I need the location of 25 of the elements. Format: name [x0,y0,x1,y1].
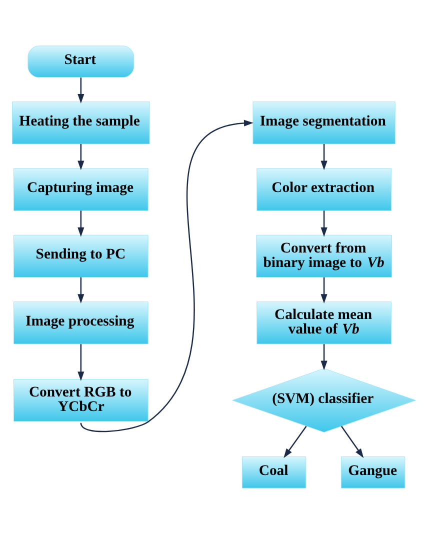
node-box: Gangue [340,456,406,488]
node-box: Convert from binary image to Vb [256,234,392,278]
arrow [320,210,328,237]
node-box: Image segmentation [252,102,396,144]
node-box: Heating the sample [12,102,150,144]
arrow [78,144,84,170]
arrow [78,277,84,304]
arrow [78,210,84,237]
arrow [80,120,254,432]
node-box: Calculate mean value of Vb [256,302,392,344]
arrow [340,426,364,458]
node-box: Capturing image [14,168,148,211]
arrow [78,78,84,104]
node-diamond: (SVM) classifier [232,368,416,432]
arrow [320,277,328,304]
arrow [320,344,328,370]
arrow [284,426,307,458]
arrow [320,144,328,170]
node-box: Start [28,46,134,78]
node-box: Coal [242,456,306,488]
arrow [78,344,84,381]
node-box: Image processing [14,302,148,344]
node-box: Convert RGB to YCbCr [14,379,148,422]
node-box: Color extraction [256,168,392,211]
node-box: Sending to PC [14,234,148,278]
